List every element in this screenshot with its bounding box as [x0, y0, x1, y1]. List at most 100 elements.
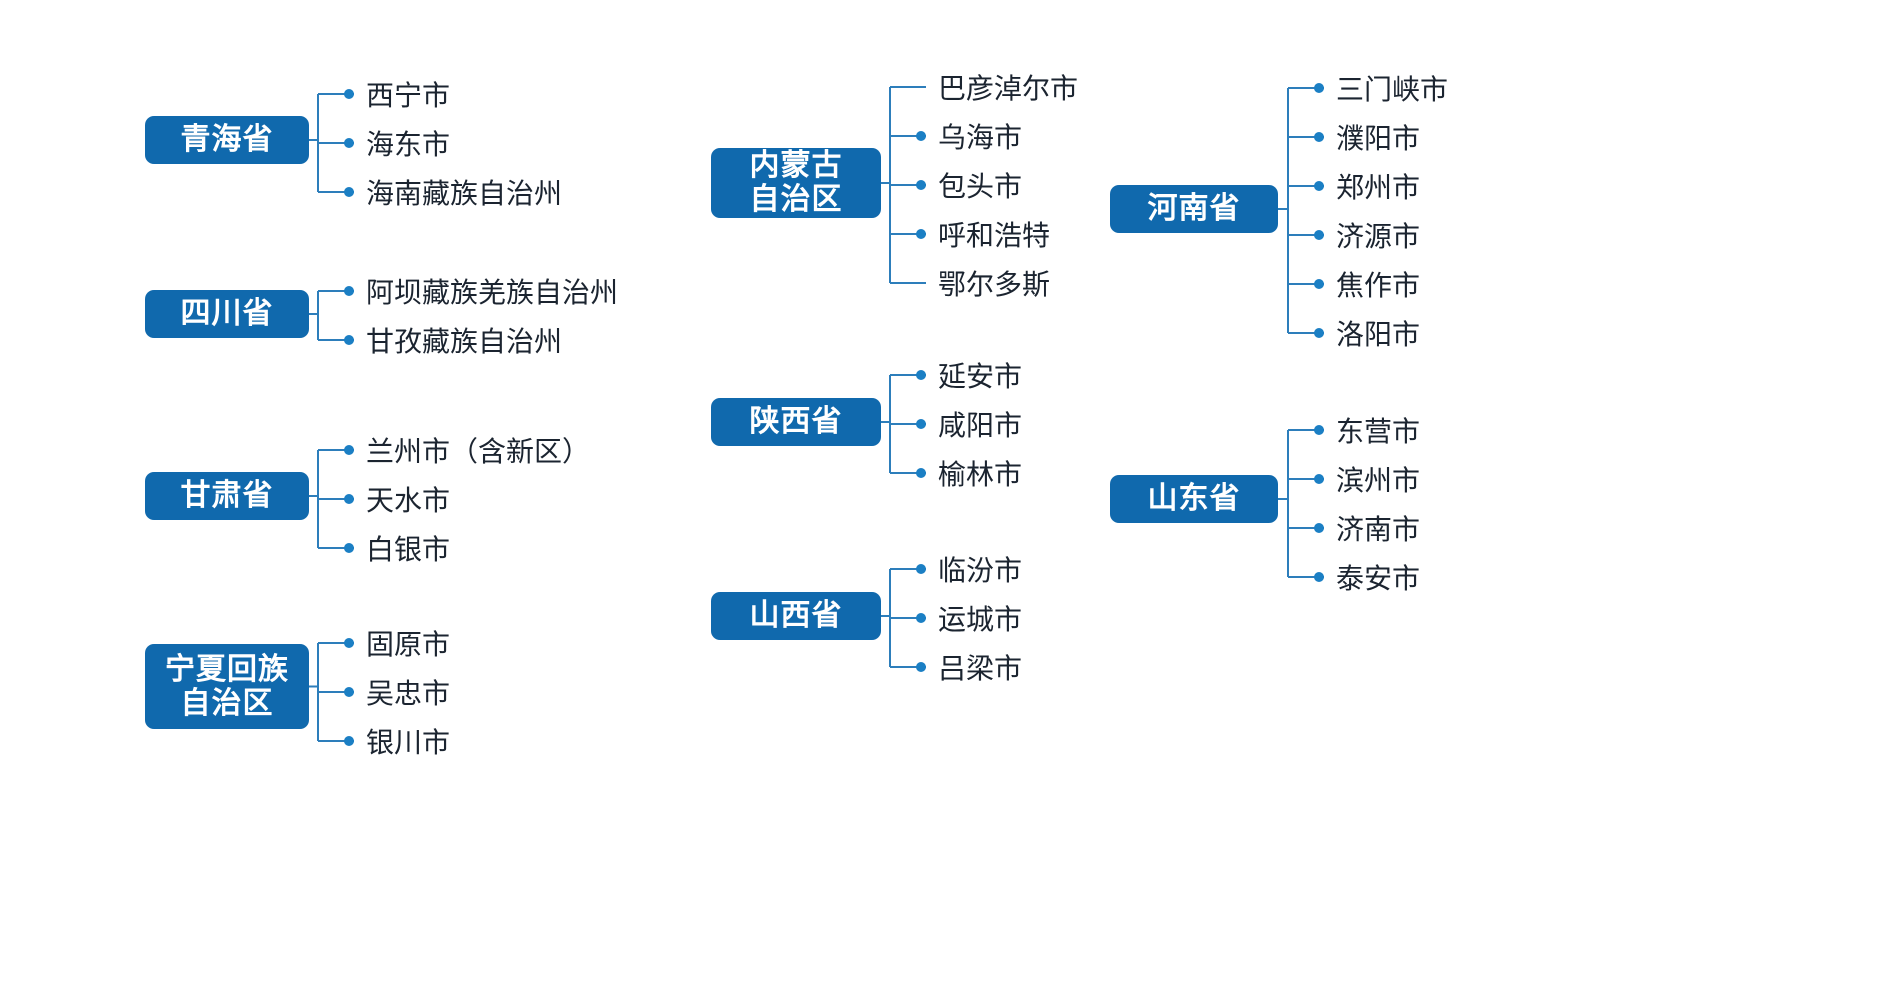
city-leaf[interactable]: 郑州市 [1314, 158, 1420, 214]
city-leaf-label: 甘孜藏族自治州 [366, 326, 563, 357]
city-leaf[interactable]: 滨州市 [1314, 451, 1420, 507]
city-leaf-label: 延安市 [938, 361, 1023, 392]
leaf-bullet-dot-icon [916, 370, 926, 380]
city-leaf-label: 郑州市 [1336, 172, 1421, 203]
city-leaf[interactable]: 延安市 [916, 347, 1022, 403]
city-leaf[interactable]: 焦作市 [1314, 256, 1420, 312]
leaf-bullet-dot-icon [344, 286, 354, 296]
city-leaf[interactable]: 三门峡市 [1314, 60, 1448, 116]
province-chip-henan[interactable]: 河南省 [1110, 185, 1278, 233]
city-leaf-label: 焦作市 [1336, 270, 1421, 301]
city-leaf-label: 泰安市 [1336, 563, 1421, 594]
city-leaf[interactable]: 银川市 [344, 713, 450, 769]
city-leaf[interactable]: 兰州市（含新区） [344, 422, 590, 478]
city-leaf-label: 兰州市（含新区） [366, 436, 591, 467]
leaf-bullet-dot-icon [344, 445, 354, 455]
city-leaf-label: 鄂尔多斯 [938, 269, 1051, 300]
city-leaf[interactable]: 榆林市 [916, 445, 1022, 501]
city-leaf-label: 天水市 [366, 485, 451, 516]
city-leaf-label: 阿坝藏族羌族自治州 [366, 277, 619, 308]
leaf-bullet-dot-icon [1314, 523, 1324, 533]
city-leaf-label: 咸阳市 [938, 410, 1023, 441]
leaf-bullet-dot-icon [916, 613, 926, 623]
city-leaf[interactable]: 吕梁市 [916, 639, 1022, 695]
leaf-bullet-dot-icon [916, 564, 926, 574]
province-chip-neimenggu[interactable]: 内蒙古 自治区 [711, 148, 881, 218]
leaf-bullet-dot-icon [344, 494, 354, 504]
leaf-bullet-dot-icon [916, 419, 926, 429]
province-chip-shaanxi[interactable]: 陕西省 [711, 398, 881, 446]
city-leaf[interactable]: 吴忠市 [344, 664, 450, 720]
province-chip-sichuan[interactable]: 四川省 [145, 290, 309, 338]
leaf-bullet-dot-icon [344, 335, 354, 345]
city-leaf[interactable]: 甘孜藏族自治州 [344, 312, 562, 368]
city-leaf-label: 呼和浩特 [938, 220, 1051, 251]
leaf-bullet-dot-icon [1314, 132, 1324, 142]
city-leaf[interactable]: 鄂尔多斯 [916, 255, 1050, 311]
city-leaf-label: 吕梁市 [938, 653, 1023, 684]
city-leaf-label: 巴彦淖尔市 [938, 73, 1079, 104]
city-leaf-label: 银川市 [366, 727, 451, 758]
leaf-bullet-dot-icon [916, 131, 926, 141]
leaf-bullet-dot-icon [344, 543, 354, 553]
city-leaf[interactable]: 泰安市 [1314, 549, 1420, 605]
leaf-bullet-dot-icon [344, 138, 354, 148]
city-leaf-label: 海东市 [366, 129, 451, 160]
city-leaf-label: 榆林市 [938, 459, 1023, 490]
city-leaf-label: 济南市 [1336, 514, 1421, 545]
leaf-bullet-dot-icon [1314, 425, 1324, 435]
city-leaf[interactable]: 濮阳市 [1314, 109, 1420, 165]
city-leaf[interactable]: 天水市 [344, 471, 450, 527]
province-chip-label: 山东省 [1147, 482, 1241, 516]
leaf-bullet-dot-icon [916, 82, 926, 92]
leaf-bullet-dot-icon [1314, 474, 1324, 484]
province-chip-label: 四川省 [180, 297, 274, 331]
province-chip-qinghai[interactable]: 青海省 [145, 116, 309, 164]
city-leaf[interactable]: 海东市 [344, 115, 450, 171]
province-chip-label: 宁夏回族 自治区 [165, 652, 289, 720]
city-leaf[interactable]: 白银市 [344, 520, 450, 576]
leaf-bullet-dot-icon [344, 89, 354, 99]
city-leaf-label: 三门峡市 [1336, 74, 1449, 105]
city-leaf[interactable]: 洛阳市 [1314, 305, 1420, 361]
city-leaf[interactable]: 济南市 [1314, 500, 1420, 556]
city-leaf[interactable]: 临汾市 [916, 541, 1022, 597]
city-leaf[interactable]: 巴彦淖尔市 [916, 59, 1078, 115]
city-leaf-label: 东营市 [1336, 416, 1421, 447]
leaf-bullet-dot-icon [1314, 279, 1324, 289]
city-leaf-label: 濮阳市 [1336, 123, 1421, 154]
city-leaf[interactable]: 固原市 [344, 615, 450, 671]
leaf-bullet-dot-icon [1314, 572, 1324, 582]
leaf-bullet-dot-icon [1314, 83, 1324, 93]
city-leaf-label: 固原市 [366, 629, 451, 660]
city-leaf[interactable]: 西宁市 [344, 66, 450, 122]
province-chip-ningxia[interactable]: 宁夏回族 自治区 [145, 644, 309, 729]
province-chip-gansu[interactable]: 甘肃省 [145, 472, 309, 520]
city-leaf-label: 洛阳市 [1336, 319, 1421, 350]
city-leaf[interactable]: 阿坝藏族羌族自治州 [344, 263, 618, 319]
city-leaf[interactable]: 包头市 [916, 157, 1022, 213]
province-chip-shandong[interactable]: 山东省 [1110, 475, 1278, 523]
city-leaf-label: 海南藏族自治州 [366, 178, 563, 209]
province-chip-label: 河南省 [1147, 192, 1241, 226]
city-leaf[interactable]: 乌海市 [916, 108, 1022, 164]
province-chip-label: 青海省 [180, 123, 274, 157]
leaf-bullet-dot-icon [916, 662, 926, 672]
leaf-bullet-dot-icon [344, 736, 354, 746]
city-leaf[interactable]: 运城市 [916, 590, 1022, 646]
city-leaf-label: 包头市 [938, 171, 1023, 202]
city-leaf[interactable]: 咸阳市 [916, 396, 1022, 452]
city-leaf-label: 吴忠市 [366, 678, 451, 709]
city-leaf-label: 运城市 [938, 604, 1023, 635]
city-leaf[interactable]: 济源市 [1314, 207, 1420, 263]
province-chip-label: 山西省 [749, 599, 843, 633]
city-leaf[interactable]: 呼和浩特 [916, 206, 1050, 262]
province-chip-label: 甘肃省 [180, 479, 274, 513]
province-chip-label: 内蒙古 自治区 [749, 149, 843, 216]
city-leaf[interactable]: 东营市 [1314, 402, 1420, 458]
city-leaf-label: 临汾市 [938, 555, 1023, 586]
city-leaf[interactable]: 海南藏族自治州 [344, 164, 562, 220]
leaf-bullet-dot-icon [344, 638, 354, 648]
city-leaf-label: 乌海市 [938, 122, 1023, 153]
province-chip-shanxi[interactable]: 山西省 [711, 592, 881, 640]
